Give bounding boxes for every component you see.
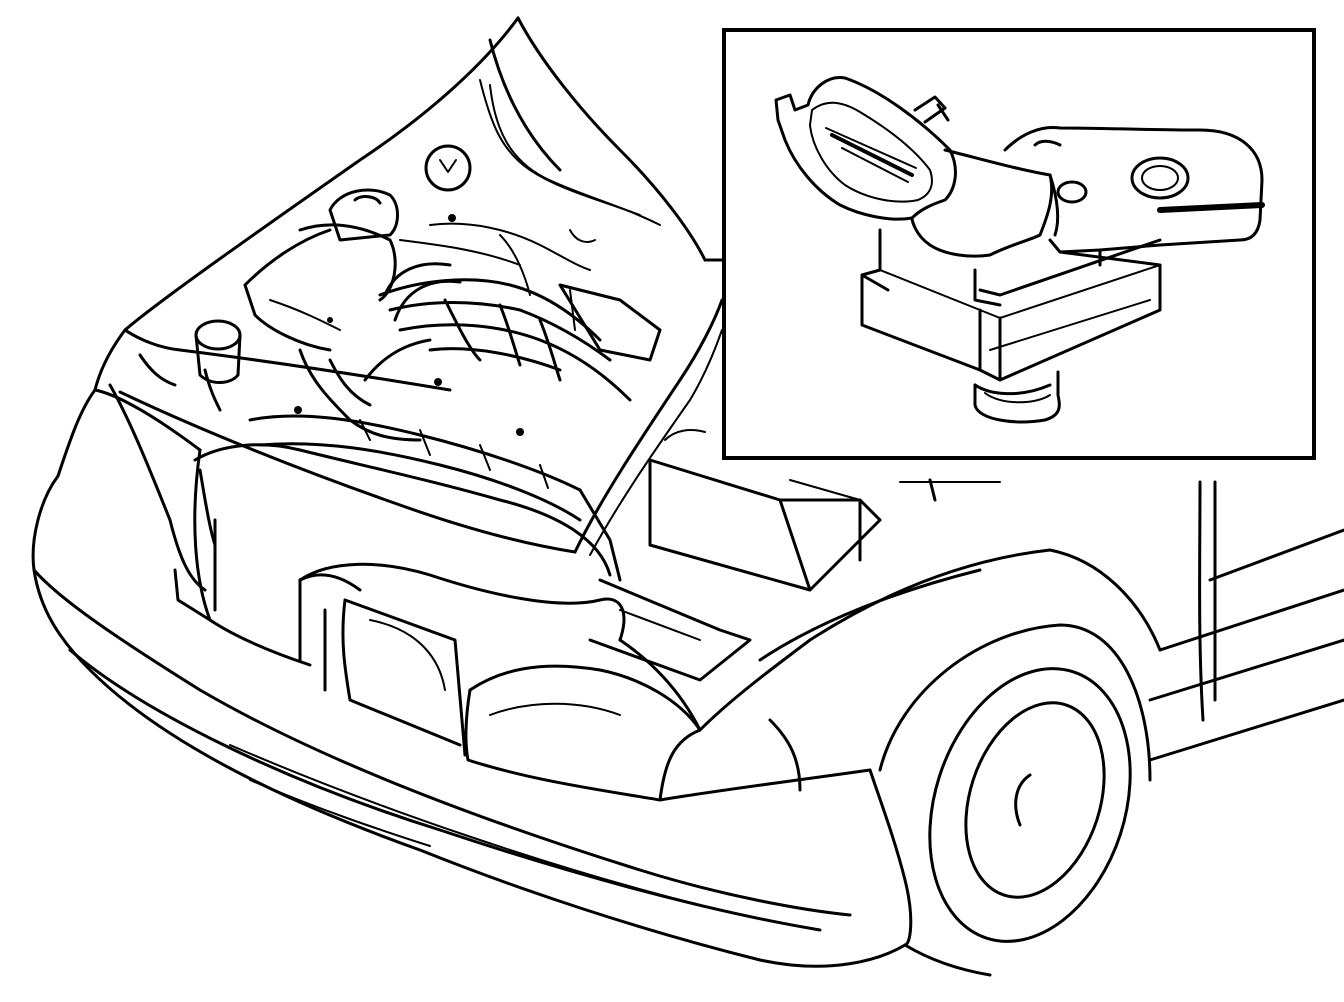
mounting-hole [1130, 156, 1190, 200]
headlight-left [341, 598, 467, 757]
headlight-right [464, 664, 702, 802]
right-fender [618, 480, 1344, 947]
hood-front-panel [93, 16, 626, 642]
car-body [31, 16, 1344, 977]
front-bumper [31, 474, 907, 968]
sensor-detail-inset [722, 28, 1316, 460]
connector-housing [774, 76, 957, 221]
pressure-sensor [774, 76, 1265, 424]
engine-bay [194, 79, 1001, 682]
sensor-neck [910, 148, 1054, 258]
raised-hood [123, 16, 727, 556]
front-wheel [878, 623, 1152, 977]
